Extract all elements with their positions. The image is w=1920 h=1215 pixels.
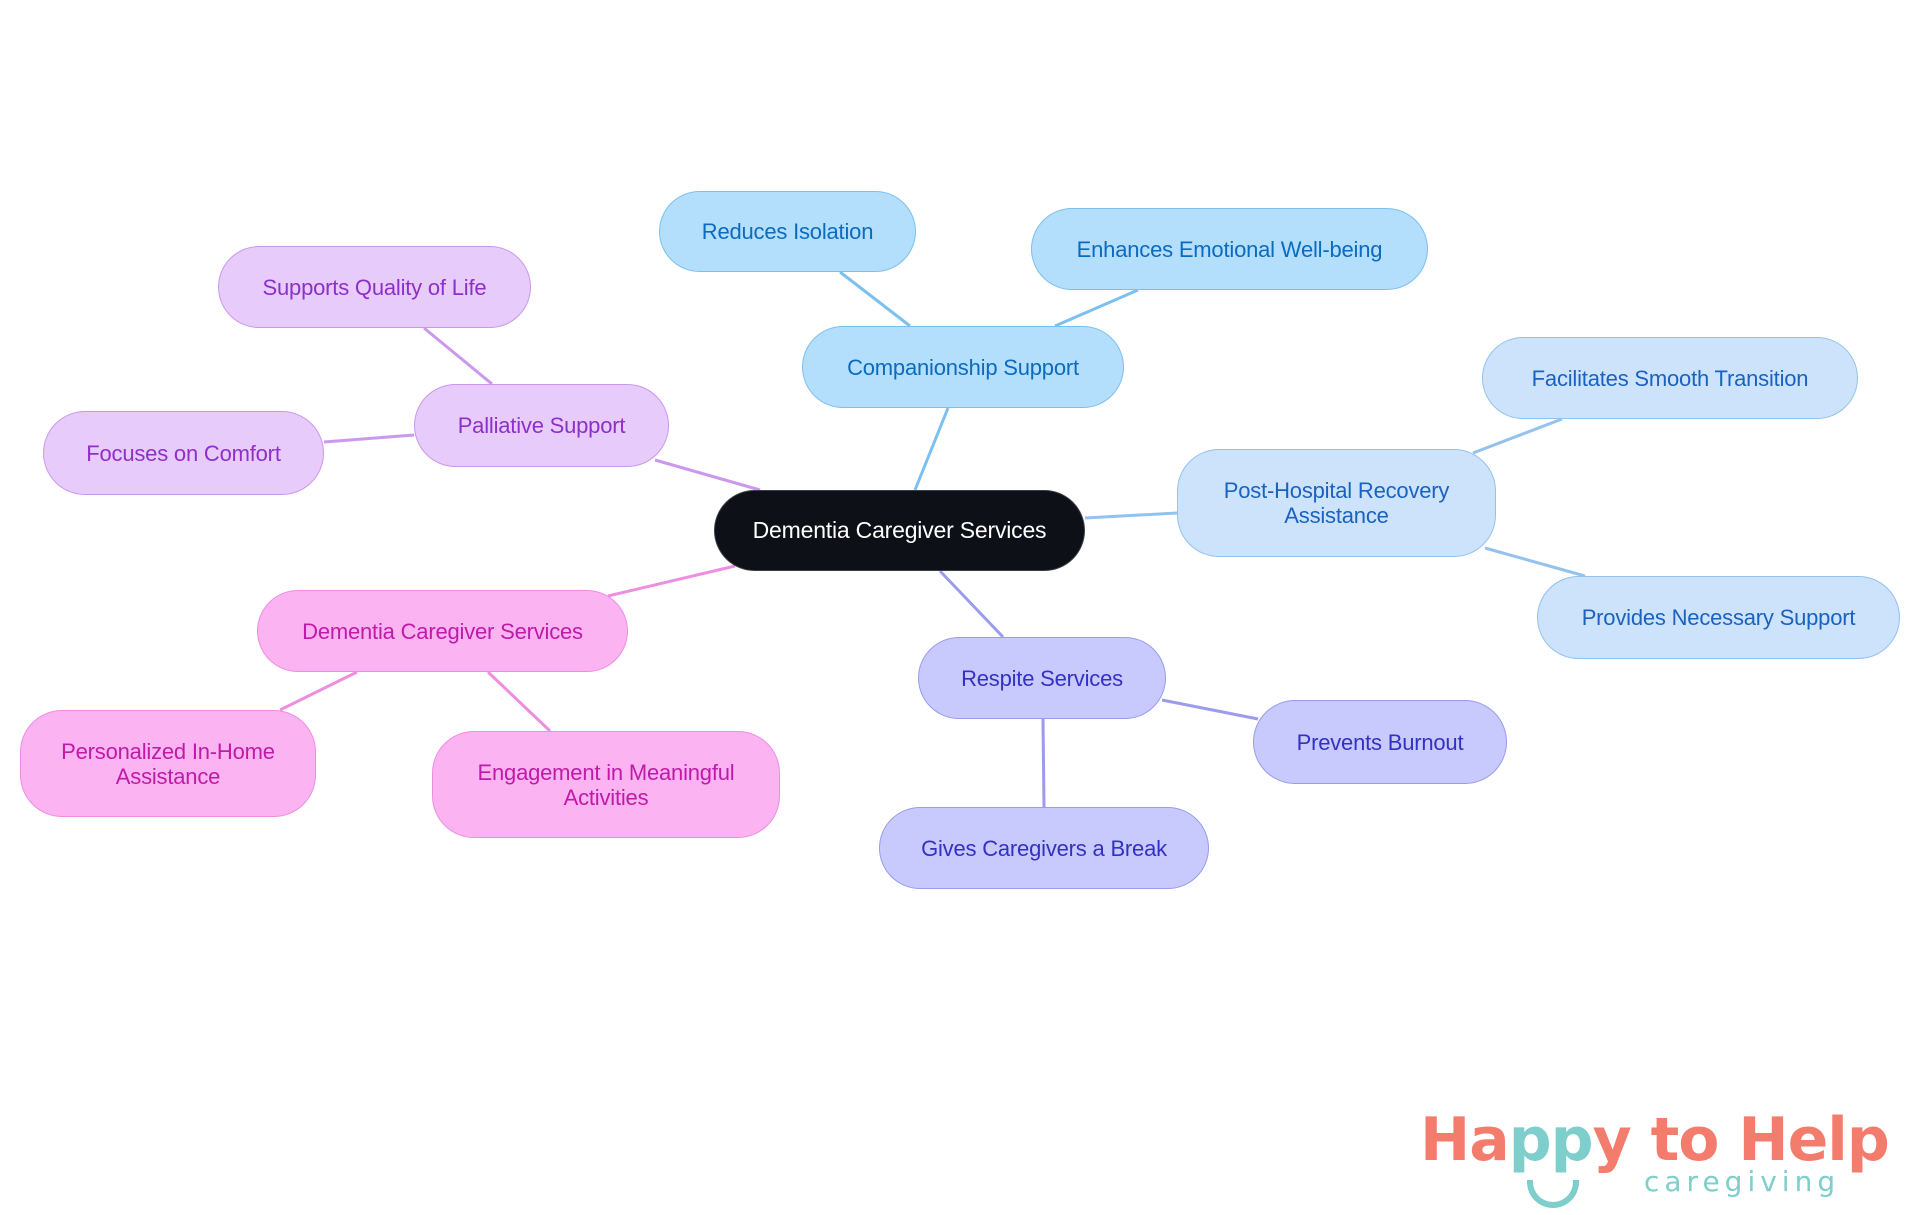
edge-posthospital-facilitates — [1472, 417, 1563, 455]
edge-root-dcs — [607, 564, 736, 598]
leaf-enhances-emotional-well-being[interactable]: Enhances Emotional Well-being — [1031, 208, 1428, 290]
root-node-label: Dementia Caregiver Services — [752, 517, 1047, 543]
edge-root-respite — [938, 569, 1005, 639]
happy-to-help-logo: Happy to Help caregiving — [1420, 1105, 1890, 1208]
edge-palliative-supports — [423, 326, 493, 386]
leaf-prevents-burnout[interactable]: Prevents Burnout — [1253, 700, 1507, 784]
branch-label: Palliative Support — [457, 413, 626, 438]
leaf-gives-caregivers-a-break[interactable]: Gives Caregivers a Break — [879, 807, 1209, 889]
leaf-label: Focuses on Comfort — [86, 440, 281, 466]
branch-companionship-support[interactable]: Companionship Support — [802, 326, 1124, 408]
leaf-label: Prevents Burnout — [1296, 729, 1464, 755]
leaf-focuses-on-comfort[interactable]: Focuses on Comfort — [43, 411, 324, 495]
branch-dementia-caregiver-services[interactable]: Dementia Caregiver Services — [257, 590, 628, 672]
leaf-facilitates-smooth-transition[interactable]: Facilitates Smooth Transition — [1482, 337, 1858, 419]
leaf-label: Supports Quality of Life — [262, 274, 487, 300]
smile-icon — [1527, 1180, 1579, 1208]
edge-companionship-enhances — [1054, 288, 1139, 328]
leaf-label: Engagement in Meaningful Activities — [477, 759, 735, 810]
leaf-provides-necessary-support[interactable]: Provides Necessary Support — [1537, 576, 1900, 659]
leaf-label: Personalized In-Home Assistance — [61, 738, 275, 789]
leaf-label: Enhances Emotional Well-being — [1076, 236, 1383, 262]
edge-companionship-reduces — [839, 270, 911, 328]
branch-label: Post-Hospital Recovery Assistance — [1223, 478, 1450, 528]
root-node[interactable]: Dementia Caregiver Services — [714, 490, 1085, 571]
leaf-label: Gives Caregivers a Break — [921, 835, 1167, 861]
branch-label: Respite Services — [961, 665, 1123, 691]
edge-respite-prevents — [1161, 698, 1259, 721]
leaf-reduces-isolation[interactable]: Reduces Isolation — [659, 191, 916, 272]
leaf-label: Provides Necessary Support — [1581, 605, 1856, 630]
edge-root-posthospital — [1084, 511, 1178, 520]
edge-dcs-personalized — [279, 670, 358, 712]
logo-wordmark: Happy to Help — [1420, 1105, 1890, 1175]
edge-palliative-focuses — [323, 433, 415, 444]
leaf-supports-quality-of-life[interactable]: Supports Quality of Life — [218, 246, 531, 328]
branch-label: Companionship Support — [847, 354, 1079, 380]
edge-root-companionship — [913, 407, 950, 491]
leaf-label: Facilitates Smooth Transition — [1531, 365, 1809, 391]
branch-label: Dementia Caregiver Services — [302, 618, 583, 644]
branch-respite-services[interactable]: Respite Services — [918, 637, 1166, 719]
edge-dcs-engagement — [486, 670, 552, 733]
edge-respite-gives — [1041, 718, 1046, 808]
leaf-personalized-in-home-assistance[interactable]: Personalized In-Home Assistance — [20, 710, 316, 817]
logo-tagline: caregiving — [1644, 1165, 1841, 1198]
logo-part-rest: y to Help — [1592, 1105, 1890, 1175]
edge-root-palliative — [654, 458, 761, 492]
leaf-engagement-in-meaningful-activities[interactable]: Engagement in Meaningful Activities — [432, 731, 780, 838]
leaf-label: Reduces Isolation — [701, 219, 874, 244]
logo-part-ha: Ha — [1420, 1105, 1510, 1175]
logo-part-pp: pp — [1508, 1105, 1594, 1175]
branch-post-hospital-recovery[interactable]: Post-Hospital Recovery Assistance — [1177, 449, 1496, 557]
edge-posthospital-provides — [1484, 546, 1586, 578]
branch-palliative-support[interactable]: Palliative Support — [414, 384, 669, 467]
